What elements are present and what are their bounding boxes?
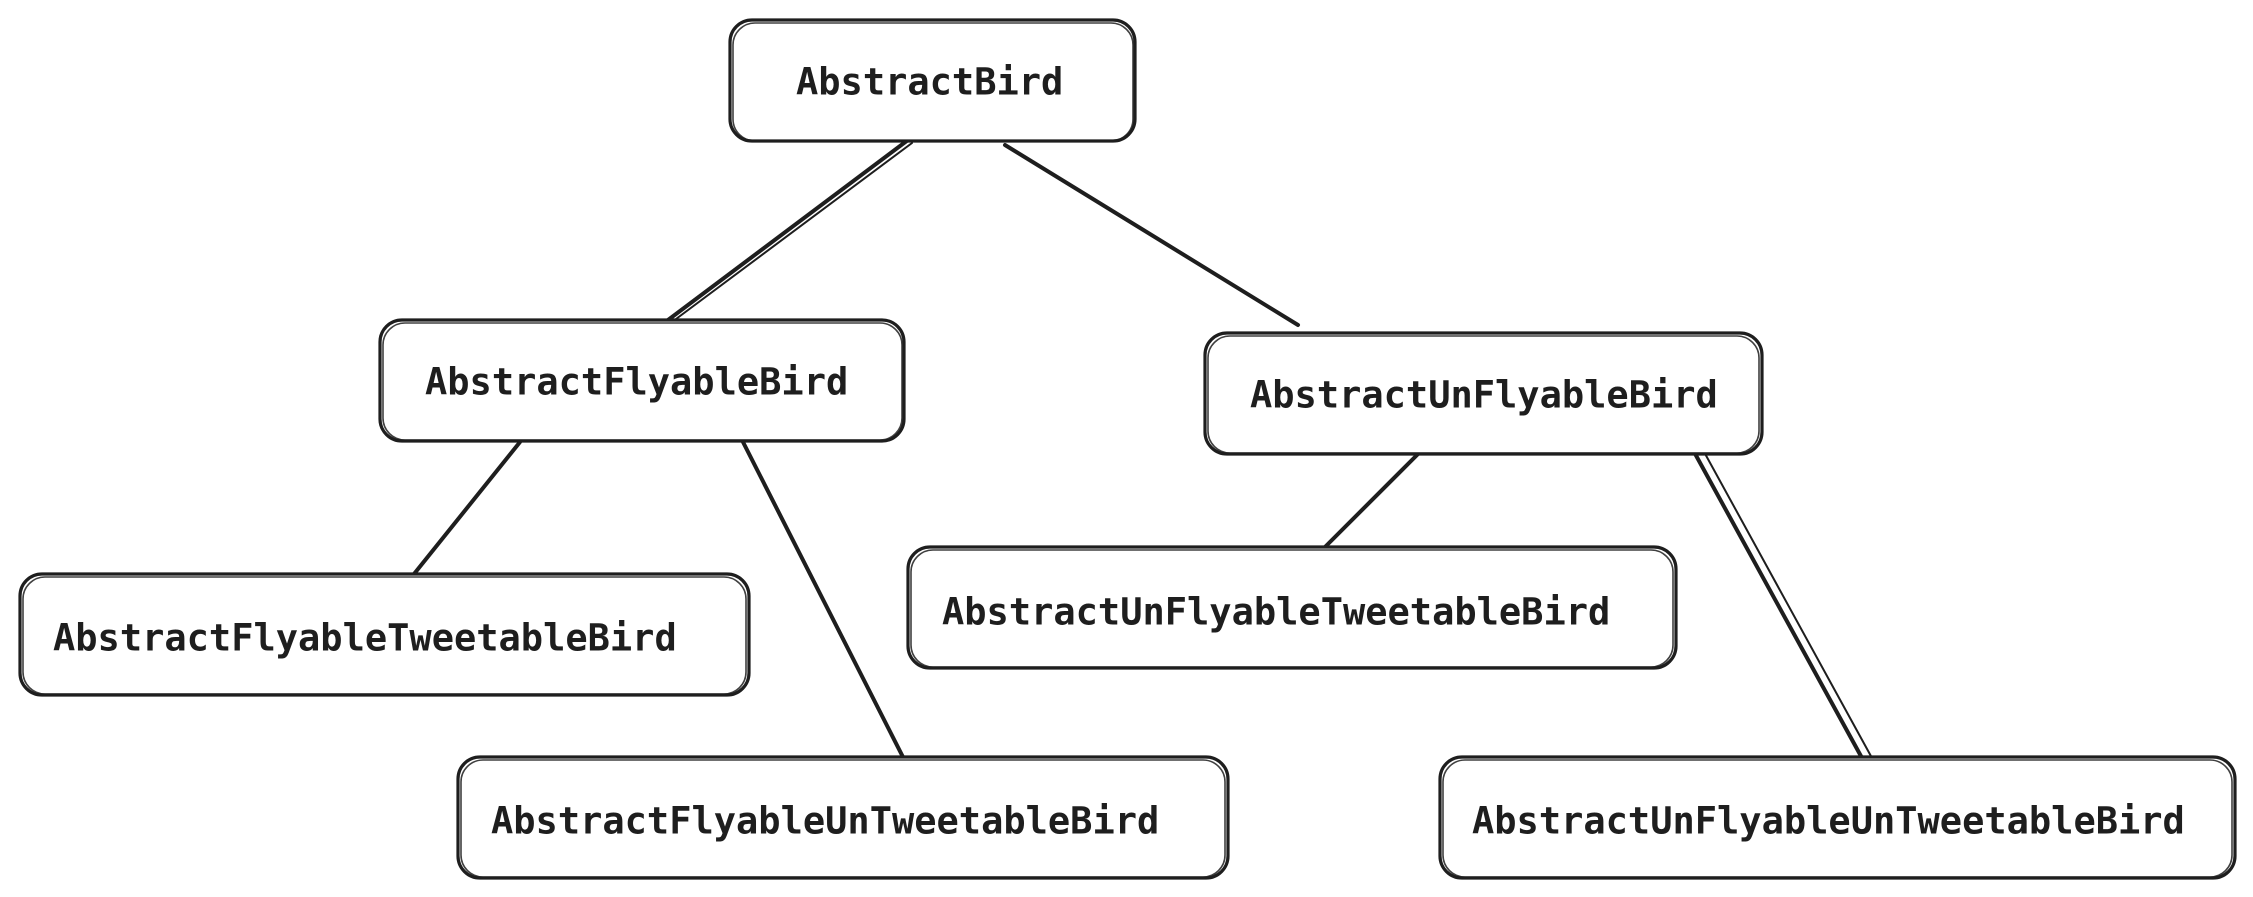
node-abstract-unflyable-bird: AbstractUnFlyableBird: [1203, 331, 1764, 456]
node-label-abstract-unflyable-bird: AbstractUnFlyableBird: [1250, 374, 1718, 417]
node-abstract-unflyable-untweetable-bird: AbstractUnFlyableUnTweetableBird: [1438, 755, 2237, 880]
node-label-abstract-bird: AbstractBird: [796, 61, 1063, 104]
edge-flyable-to-flyable-tweetable: [412, 440, 522, 576]
node-abstract-flyable-tweetable-bird: AbstractFlyableTweetableBird: [18, 572, 751, 697]
edge-root-to-unflyable: [1003, 143, 1300, 327]
node-abstract-unflyable-tweetable-bird: AbstractUnFlyableTweetableBird: [906, 545, 1678, 670]
edge-root-to-flyable: [666, 138, 913, 323]
edges: [412, 138, 1873, 765]
node-label-abstract-flyable-bird: AbstractFlyableBird: [425, 361, 848, 404]
edge-unflyable-to-unflyable-tweetable: [1320, 452, 1420, 552]
node-label-abstract-flyable-untweetable-bird: AbstractFlyableUnTweetableBird: [491, 800, 1159, 843]
node-abstract-bird: AbstractBird: [728, 18, 1137, 143]
node-label-abstract-unflyable-untweetable-bird: AbstractUnFlyableUnTweetableBird: [1472, 800, 2185, 843]
node-abstract-flyable-untweetable-bird: AbstractFlyableUnTweetableBird: [456, 755, 1230, 880]
node-label-abstract-flyable-tweetable-bird: AbstractFlyableTweetableBird: [53, 617, 677, 660]
edge-unflyable-to-unflyable-untweetable: [1691, 448, 1873, 760]
node-abstract-flyable-bird: AbstractFlyableBird: [378, 318, 906, 443]
node-label-abstract-unflyable-tweetable-bird: AbstractUnFlyableTweetableBird: [942, 591, 1610, 634]
edge-flyable-to-flyable-untweetable: [741, 440, 908, 765]
